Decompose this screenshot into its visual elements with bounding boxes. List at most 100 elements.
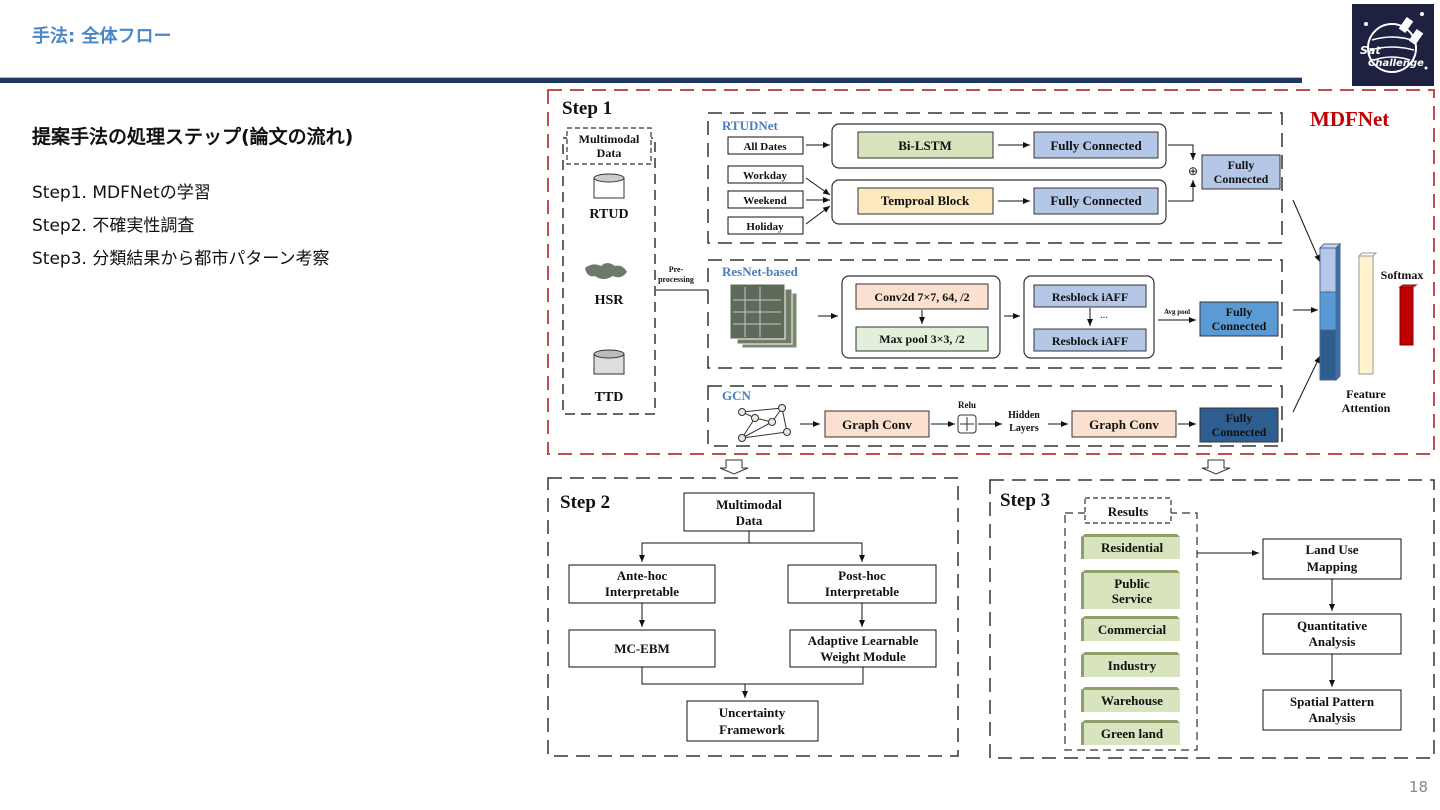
mc-ebm-label: MC-EBM <box>614 641 670 656</box>
uncertainty-framework-box <box>686 700 819 742</box>
graph-conv-2-label: Graph Conv <box>1089 417 1159 432</box>
feature-attention-line1: Feature <box>1346 387 1386 401</box>
spatial-line1: Spatial Pattern <box>1290 694 1375 709</box>
land-use-line2: Mapping <box>1307 559 1358 574</box>
land-use-line1: Land Use <box>1305 542 1358 557</box>
result-item: Green land <box>1081 720 1180 745</box>
resblock-ellipsis: ··· <box>1100 313 1108 322</box>
temporal-label: Temproal Block <box>881 193 970 208</box>
conv2d-block <box>855 283 989 310</box>
planet-satellite-icon: Sat Challenge <box>1360 12 1428 73</box>
hidden-layers-line1: Hidden <box>1008 410 1040 421</box>
logo-text-challenge: Challenge <box>1368 58 1424 69</box>
quantitative-line1: Quantitative <box>1297 618 1367 633</box>
gcn-frame <box>707 385 1283 447</box>
result-item-label: Commercial <box>1098 622 1167 637</box>
rtudnet-frame <box>707 112 1283 244</box>
page-number: 18 <box>1408 778 1428 796</box>
multimodal-data-line2: Data <box>597 146 622 160</box>
mdfnet-frame <box>547 89 1435 455</box>
land-use-mapping-box <box>1262 538 1402 580</box>
resnet-frame <box>707 259 1283 369</box>
feature-attention-line2: Attention <box>1342 401 1391 415</box>
database-icon-rtud <box>593 173 625 199</box>
down-arrow-icon-step3 <box>1201 459 1231 475</box>
fc-merge-line1: Fully <box>1228 158 1255 172</box>
bilstm-label: Bi-LSTM <box>898 138 951 153</box>
source-rtud: RTUD <box>589 207 628 222</box>
multimodal-data-column <box>562 137 656 415</box>
results-tag <box>1084 497 1172 524</box>
satellite-image-stack <box>729 283 798 349</box>
fc-resnet-line2: Connected <box>1212 319 1267 333</box>
logo-text-sat: Sat <box>1360 44 1381 57</box>
bilstm-block <box>857 131 994 159</box>
ante-hoc-line1: Ante-hoc <box>617 568 668 583</box>
resblock-frame <box>1023 275 1155 359</box>
graph-conv-2 <box>1071 410 1177 438</box>
slide-title: 手法: 全体フロー <box>32 26 172 47</box>
results-list: ResidentialPublicServiceCommercialIndust… <box>1081 534 1180 745</box>
title-divider <box>0 78 1302 83</box>
softmax-bar <box>1398 284 1418 346</box>
temporal-block <box>857 187 994 215</box>
fc-temporal-label: Fully Connected <box>1050 193 1142 208</box>
step-item-1: Step1. MDFNetの学習 <box>32 183 211 203</box>
ante-hoc-line2: Interpretable <box>605 584 679 599</box>
step2-label: Step 2 <box>560 492 610 513</box>
source-hsr: HSR <box>595 293 625 308</box>
uncertainty-line2: Framework <box>719 722 785 737</box>
mc-ebm-box <box>568 629 716 668</box>
graph-conv-1 <box>824 410 930 438</box>
spatial-line2: Analysis <box>1309 710 1356 725</box>
gcn-label: GCN <box>722 388 752 403</box>
fc-gcn-line1: Fully <box>1226 411 1253 425</box>
fc-rtudnet-merge <box>1201 154 1281 190</box>
result-item-label: Service <box>1112 591 1153 606</box>
merge-plus-icon: ⊕ <box>1188 164 1198 178</box>
input-holiday: Holiday <box>746 221 784 233</box>
rtudnet-inputs: All Dates Workday Weekend Holiday <box>727 136 804 235</box>
graph-icon <box>738 404 791 442</box>
result-item-label: Warehouse <box>1101 693 1163 708</box>
input-all-dates: All Dates <box>743 141 787 153</box>
down-arrow-icon-step2 <box>719 459 749 475</box>
post-hoc-line1: Post-hoc <box>838 568 886 583</box>
step2-frame <box>547 477 959 757</box>
multimodal-data-line1: Multimodal <box>579 132 640 146</box>
fc-resnet-line1: Fully <box>1226 305 1253 319</box>
step3-frame <box>989 479 1435 759</box>
step2-multimodal-line2: Data <box>736 513 763 528</box>
fc-resnet <box>1199 301 1279 337</box>
maxpool-block <box>855 326 989 352</box>
softmax-label: Softmax <box>1381 268 1424 282</box>
fc-bilstm-label: Fully Connected <box>1050 138 1142 153</box>
hidden-layers-line2: Layers <box>1009 423 1039 434</box>
result-item-label: Public <box>1114 576 1150 591</box>
sat-challenge-logo: Sat Challenge <box>1352 4 1434 86</box>
section-heading: 提案手法の処理ステップ(論文の流れ) <box>32 126 354 148</box>
result-item-label: Residential <box>1101 540 1164 555</box>
spatial-pattern-box <box>1262 689 1402 731</box>
source-ttd: TTD <box>595 390 624 405</box>
resblock-1 <box>1033 284 1147 308</box>
adaptive-weight-box <box>789 629 937 668</box>
result-item: Commercial <box>1081 616 1180 641</box>
quantitative-analysis-box <box>1262 613 1402 655</box>
multimodal-data-tag <box>566 127 652 165</box>
step-item-2: Step2. 不確実性調査 <box>32 216 195 236</box>
input-weekend: Weekend <box>743 195 786 207</box>
title-divider-highlight <box>0 77 1302 78</box>
fc-merge-line2: Connected <box>1214 172 1269 186</box>
step3-label: Step 3 <box>1000 490 1050 511</box>
resblock-2 <box>1033 328 1147 352</box>
conv-stem-frame <box>841 275 1001 359</box>
resblock-2-label: Resblock iAFF <box>1052 334 1128 348</box>
preprocessing-line2: processing <box>658 275 694 284</box>
feature-attention-bar <box>1357 252 1378 375</box>
fc-bilstm <box>1033 131 1159 159</box>
result-item: Warehouse <box>1081 687 1180 712</box>
temporal-branch-frame <box>831 179 1167 225</box>
